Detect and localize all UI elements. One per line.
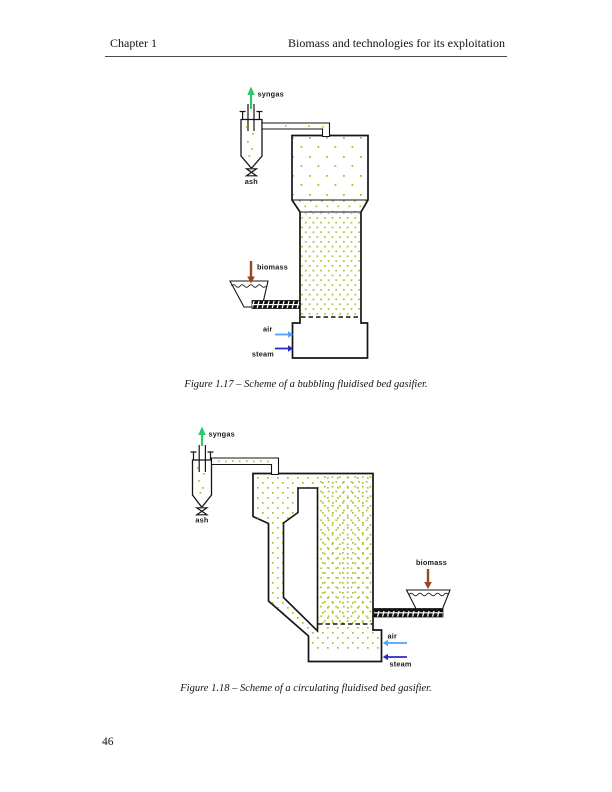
air-arrow-icon <box>382 639 407 647</box>
screw-feeder <box>251 300 304 309</box>
syngas-label: syngas <box>258 90 284 99</box>
transition-particles <box>293 200 367 212</box>
biomass-label: biomass <box>416 558 447 567</box>
page-number: 46 <box>102 736 114 748</box>
duct-particles <box>218 460 269 463</box>
cyclone-separator <box>190 445 214 516</box>
syngas-duct <box>261 122 331 138</box>
cyclone-particles <box>246 126 254 157</box>
air-label: air <box>263 325 273 334</box>
ash-valve-icon <box>244 168 259 177</box>
figure-1-17-diagram: syngas ash biomass <box>229 86 369 359</box>
syngas-label: syngas <box>209 430 235 439</box>
header-chapter: Chapter 1 <box>110 36 157 50</box>
screw-feeder <box>373 608 444 618</box>
biomass-arrow-icon <box>247 261 255 284</box>
freeboard-particles <box>293 137 367 200</box>
riser-particles <box>318 474 372 624</box>
duct-particles <box>285 125 324 128</box>
figure-1-18-caption: Figure 1.18 – Scheme of a circulating fl… <box>180 683 432 694</box>
header-title: Biomass and technologies for its exploit… <box>288 36 505 50</box>
ash-valve-icon <box>194 507 209 516</box>
syngas-arrow-icon <box>198 426 206 446</box>
figure-1-17-caption: Figure 1.17 – Scheme of a bubbling fluid… <box>184 379 428 390</box>
bed-particles <box>301 213 360 317</box>
steam-label: steam <box>252 350 274 359</box>
cyclone-separator <box>239 104 263 177</box>
ash-label: ash <box>195 516 208 525</box>
steam-arrow-icon <box>382 653 407 661</box>
page-header: Chapter 1 Biomass and technologies for i… <box>105 36 507 57</box>
air-arrow-icon <box>275 331 294 338</box>
vessel-section-lines <box>292 199 368 213</box>
internal-partition-wall <box>282 487 319 633</box>
cyclone-particles <box>197 467 205 494</box>
ash-label: ash <box>245 177 258 186</box>
biomass-label: biomass <box>257 263 288 272</box>
steam-label: steam <box>390 660 412 669</box>
air-label: air <box>388 632 398 641</box>
syngas-arrow-icon <box>247 86 255 109</box>
syngas-duct <box>210 457 280 476</box>
figure-1-18-diagram: syngas ash biomass <box>190 426 451 669</box>
biomass-arrow-icon <box>424 569 432 589</box>
steam-arrow-icon <box>275 345 294 352</box>
